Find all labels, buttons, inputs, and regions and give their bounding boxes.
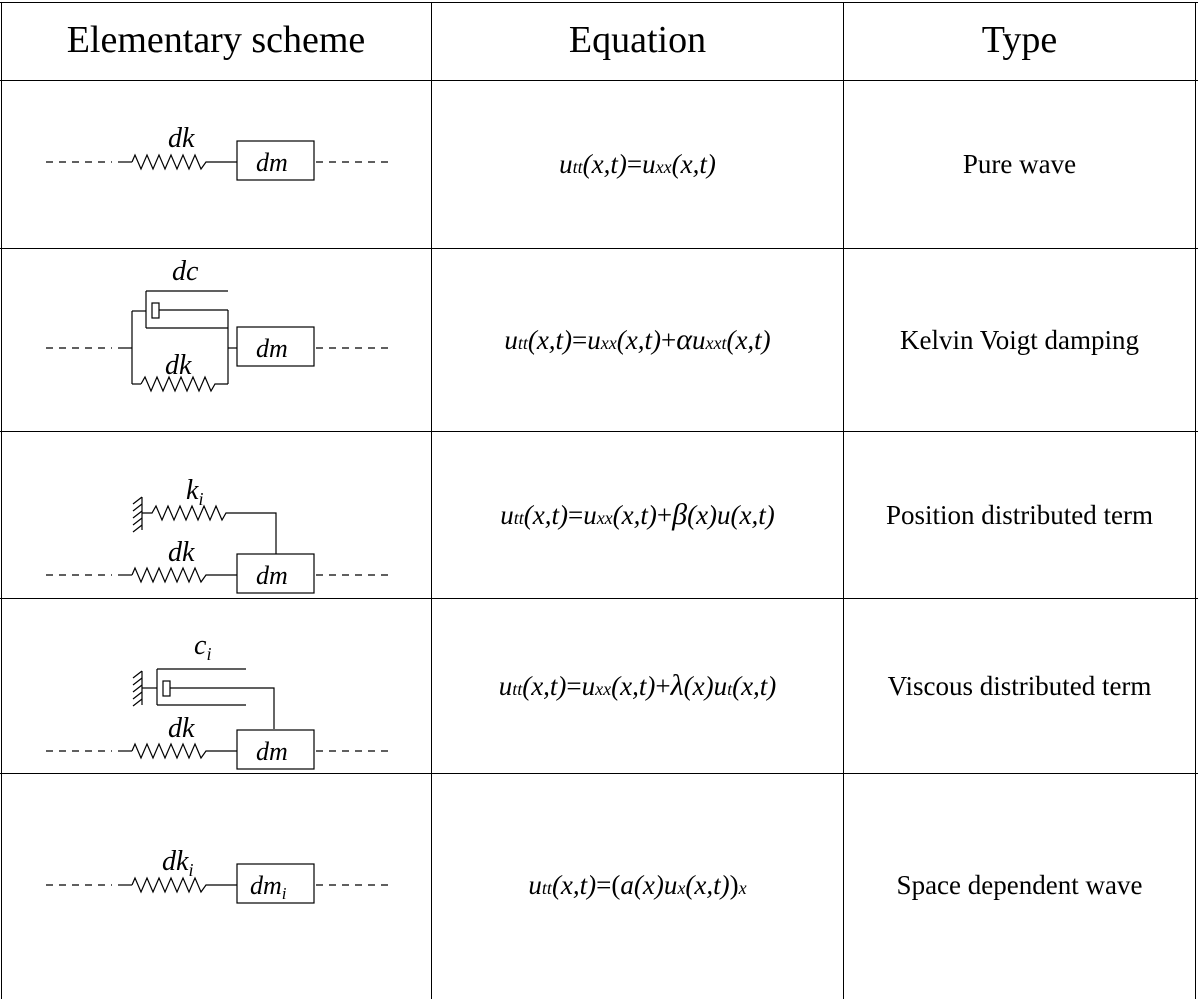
ground-hatch xyxy=(132,503,143,512)
table-column-divider xyxy=(843,2,844,999)
table-column-divider xyxy=(431,2,432,999)
damper-rod xyxy=(170,687,275,729)
header-type: Type xyxy=(981,19,1058,61)
spring-label: dk xyxy=(165,350,192,381)
damper-piston xyxy=(151,302,160,319)
scheme-row-4 xyxy=(46,668,388,770)
ground-hatch xyxy=(132,698,143,707)
mass-label: dm xyxy=(256,148,288,177)
type-position-distributed: Position distributed term xyxy=(886,499,1153,530)
mass-label: dm xyxy=(256,561,288,590)
table-left-border xyxy=(1,2,2,999)
spring-zigzag xyxy=(131,742,220,760)
table-top-rule xyxy=(0,2,1198,3)
table-right-border xyxy=(1195,2,1196,999)
scheme-row-3 xyxy=(46,496,388,594)
mass-label: dm xyxy=(256,737,288,766)
table-row-rule xyxy=(0,773,1198,774)
ground-hatch xyxy=(132,677,143,686)
spring-label: dk xyxy=(168,537,195,568)
header-elementary-scheme: Elementary scheme xyxy=(66,19,366,61)
spring-label: dki xyxy=(162,846,193,880)
type-viscous-distributed: Viscous distributed term xyxy=(887,670,1152,701)
spring-zigzag xyxy=(131,876,220,894)
ground-hatch xyxy=(132,691,143,700)
spring-zigzag xyxy=(131,566,220,584)
table-row-rule xyxy=(0,431,1198,432)
damper-label: dc xyxy=(172,256,199,287)
type-kelvin-voigt: Kelvin Voigt damping xyxy=(899,324,1139,355)
mass-block xyxy=(236,140,315,181)
mass-block xyxy=(236,729,315,770)
damper-piston xyxy=(162,680,171,697)
ground-hatch xyxy=(132,496,143,505)
scheme-row-5 xyxy=(46,863,388,904)
ground-spring-zigzag xyxy=(142,504,277,554)
ground-hatch xyxy=(132,517,143,526)
scheme-pure-wave: dk dm dc dk dm xyxy=(46,123,388,904)
scheme-row-1 xyxy=(46,140,388,181)
mass-block xyxy=(236,863,315,904)
ground-damper-label: ci xyxy=(194,630,211,664)
mass-block xyxy=(236,553,315,594)
table-row-rule xyxy=(0,248,1198,249)
mass-label: dm xyxy=(256,334,288,363)
spring-label: dk xyxy=(168,713,195,744)
mass-block xyxy=(236,326,315,367)
ground-spring-label: ki xyxy=(186,475,203,509)
ground-hatch xyxy=(132,510,143,519)
type-pure-wave: Pure wave xyxy=(962,149,1077,179)
ground-hatch xyxy=(132,684,143,693)
header-equation: Equation xyxy=(568,19,707,61)
table-header-rule xyxy=(0,80,1198,81)
table-row-rule xyxy=(0,598,1198,599)
scheme-row-2 xyxy=(46,290,388,393)
spring-label: dk xyxy=(168,123,195,154)
ground-hatch xyxy=(132,670,143,679)
spring-zigzag xyxy=(140,375,228,393)
mass-label: dmi xyxy=(250,871,287,903)
spring-zigzag xyxy=(131,153,220,171)
ground-hatch xyxy=(132,524,143,533)
type-space-dependent: Space dependent wave xyxy=(896,869,1143,900)
